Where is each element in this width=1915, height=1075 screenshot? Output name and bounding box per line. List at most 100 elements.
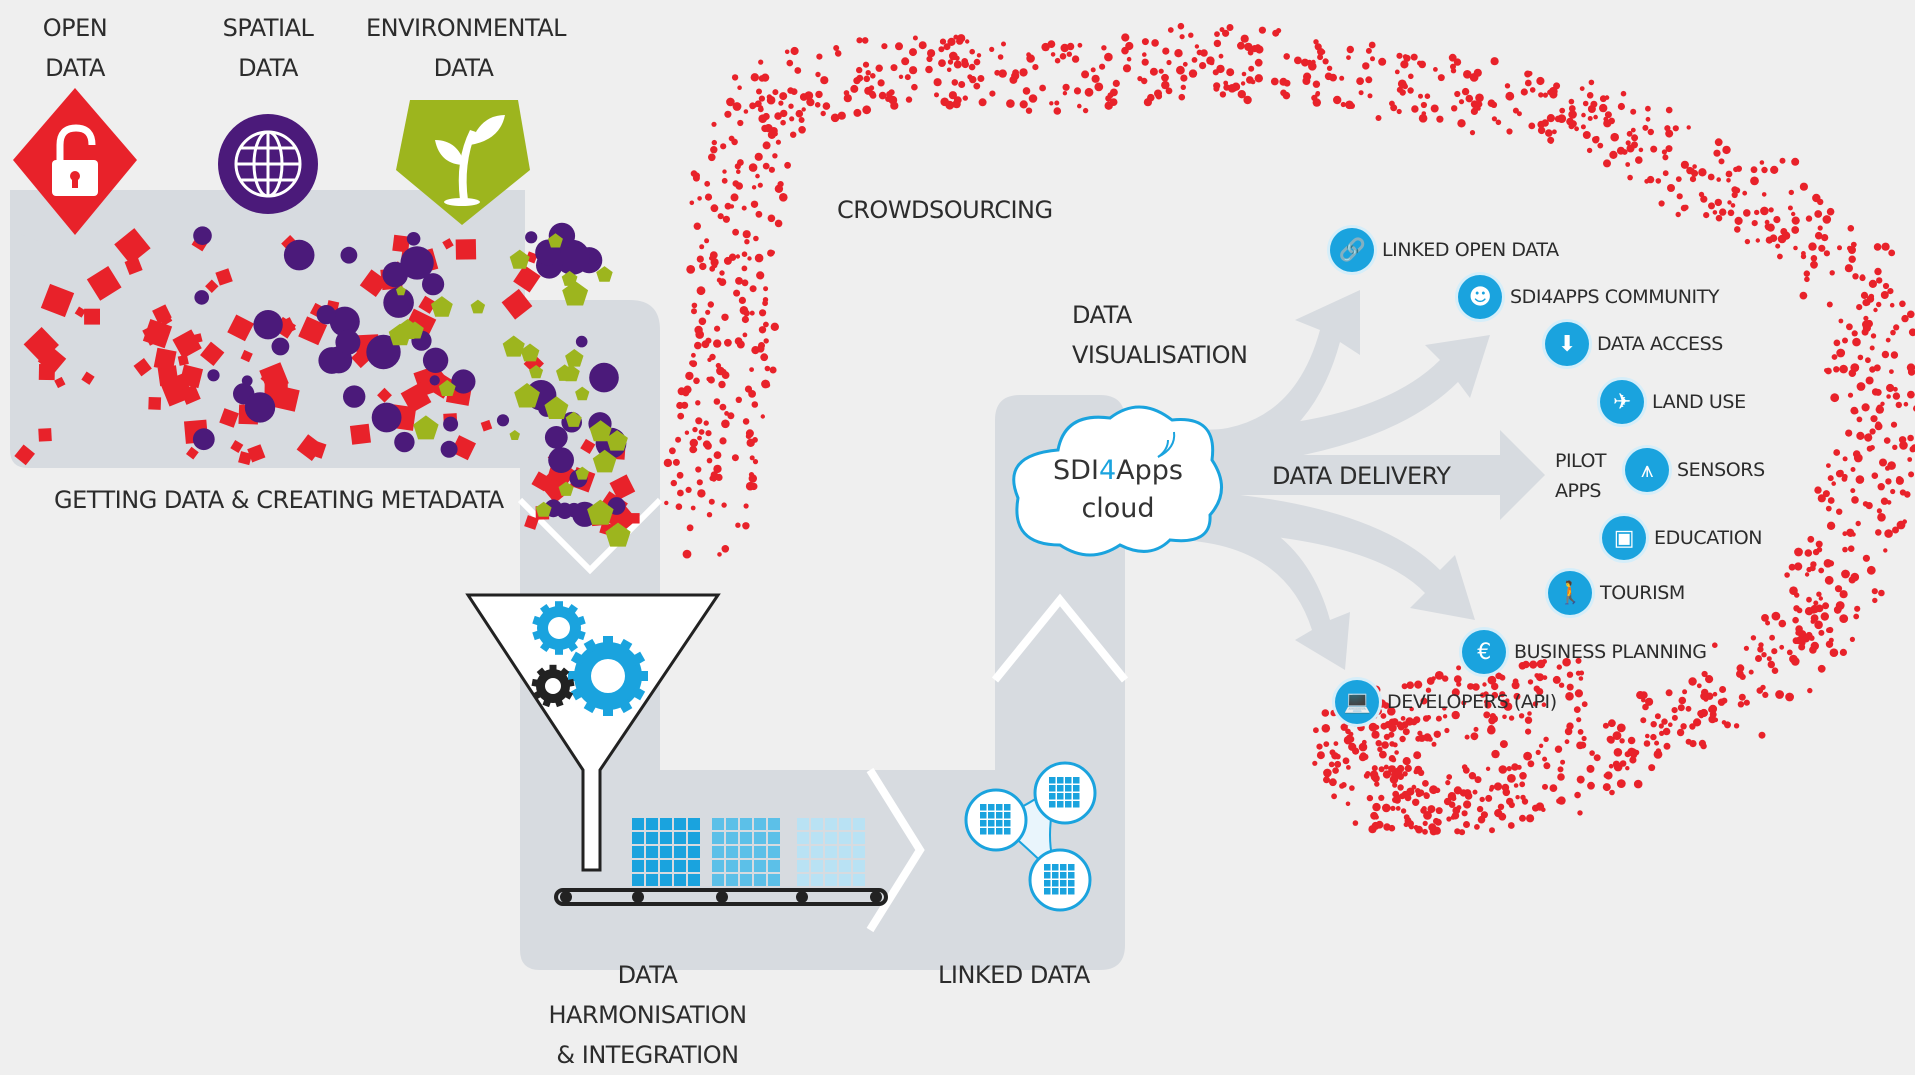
laptop-icon: 💻 [1335, 680, 1379, 724]
crowdsourcing-dot [1083, 108, 1088, 113]
crowdsourcing-dot [1582, 736, 1587, 741]
crowdsourcing-dot [735, 163, 741, 169]
crowdsourcing-dot [1332, 767, 1339, 774]
crowdsourcing-dot [1294, 57, 1302, 65]
crowdsourcing-dot [784, 162, 791, 169]
crowdsourcing-dot [1405, 795, 1412, 802]
crowdsourcing-dot [1414, 766, 1422, 774]
crowdsourcing-dot [1875, 389, 1882, 396]
crowdsourcing-dot [1067, 52, 1072, 57]
linked-grid-cell [1068, 872, 1075, 879]
crowdsourcing-dot [1845, 430, 1852, 437]
crowdsourcing-dot [1830, 270, 1835, 275]
crowdsourcing-dot [1738, 701, 1744, 707]
crowdsourcing-dot [722, 169, 726, 173]
crowdsourcing-dot [1886, 384, 1894, 392]
crowdsourcing-dot [752, 185, 756, 189]
crowdsourcing-dot [1436, 807, 1443, 814]
crowdsourcing-dot [1418, 789, 1425, 796]
crowdsourcing-dot [1856, 521, 1861, 526]
crowdsourcing-dot [704, 420, 709, 425]
crowdsourcing-dot [1317, 48, 1325, 56]
crowdsourcing-dot [1878, 590, 1885, 597]
crowdsourcing-dot [1609, 764, 1614, 769]
crowdsourcing-dot [1471, 108, 1478, 115]
crowdsourcing-dot [1449, 54, 1457, 62]
crowdsourcing-dot [769, 167, 775, 173]
crowdsourcing-dot [767, 250, 774, 257]
data-grid-cell [853, 874, 865, 886]
crowdsourcing-dot [712, 140, 717, 145]
crowdsourcing-dot [1526, 814, 1534, 822]
crowdsourcing-dot [1789, 586, 1798, 595]
service-label: DATA ACCESS [1597, 333, 1723, 355]
open-data-particle [456, 239, 477, 260]
crowdsourcing-dot [1498, 813, 1506, 821]
crowdsourcing-dot [1851, 242, 1857, 248]
crowdsourcing-dot [1183, 62, 1188, 67]
crowdsourcing-dot [756, 211, 763, 218]
crowdsourcing-dot [1579, 676, 1584, 681]
crowdsourcing-dot [1884, 529, 1893, 538]
crowdsourcing-dot [1528, 760, 1535, 767]
spatial-data-particle [193, 428, 215, 450]
spatial-data-particle [545, 426, 568, 449]
open-data-particle [350, 424, 371, 445]
crowdsourcing-dot [1827, 627, 1833, 633]
crowdsourcing-dot [1423, 821, 1428, 826]
crowdsourcing-dot [751, 201, 758, 208]
crowdsourcing-dot [1883, 548, 1887, 552]
crowdsourcing-dot [1656, 748, 1661, 753]
crowdsourcing-dot [1477, 806, 1483, 812]
spatial-data-particle [423, 348, 448, 373]
crowdsourcing-dot [1242, 72, 1247, 77]
crowdsourcing-dot [1195, 44, 1199, 48]
crowdsourcing-dot [1768, 661, 1775, 668]
crowdsourcing-dot [1833, 366, 1839, 372]
crowdsourcing-dot [1604, 773, 1609, 778]
crowdsourcing-dot [1403, 757, 1411, 765]
crowdsourcing-dot [1804, 277, 1810, 283]
crowdsourcing-dot [759, 96, 765, 102]
crowdsourcing-dot [1367, 795, 1373, 801]
crowdsourcing-dot [1508, 822, 1515, 829]
crowdsourcing-dot [1283, 53, 1290, 60]
crowdsourcing-dot [1800, 292, 1808, 300]
crowdsourcing-dot [1852, 330, 1858, 336]
data-grid-cell [660, 818, 672, 830]
crowdsourcing-dot [1063, 91, 1067, 95]
crowdsourcing-dot [1399, 736, 1405, 742]
crowdsourcing-dot [1327, 66, 1332, 71]
crowdsourcing-dot [1784, 572, 1790, 578]
linked-grid-cell [1044, 864, 1051, 871]
crowdsourcing-dot [1848, 225, 1855, 232]
crowdsourcing-dot [1827, 208, 1835, 216]
crowdsourcing-dot [1886, 338, 1891, 343]
crowdsourcing-dot [1814, 621, 1823, 630]
crowdsourcing-dot [954, 61, 962, 69]
data-grid-cell [754, 846, 766, 858]
crowdsourcing-dot [724, 339, 732, 347]
crowdsourcing-dot [1063, 84, 1070, 91]
crowdsourcing-dot [1757, 687, 1764, 694]
crowdsourcing-dot [1074, 87, 1081, 94]
crowdsourcing-dot [1607, 736, 1614, 743]
crowdsourcing-dot [1862, 403, 1870, 411]
linked-grid-cell [1060, 888, 1067, 895]
crowdsourcing-dot [1651, 721, 1657, 727]
crowdsourcing-dot [1322, 724, 1331, 733]
crowdsourcing-dot [876, 65, 883, 72]
crowdsourcing-dot [1672, 707, 1678, 713]
crowdsourcing-dot [1856, 475, 1865, 484]
crowdsourcing-dot [1168, 27, 1174, 33]
linked-grid-cell [996, 812, 1003, 819]
crowdsourcing-dot [1700, 692, 1708, 700]
crowdsourcing-dot [1091, 67, 1096, 72]
crowdsourcing-dot [708, 376, 715, 383]
linked-grid-cell [996, 828, 1003, 835]
crowdsourcing-dot [1379, 766, 1385, 772]
crowdsourcing-dot [1883, 283, 1889, 289]
crowdsourcing-dot [1353, 820, 1359, 826]
crowdsourcing-dot [1462, 88, 1469, 95]
crowdsourcing-dot [714, 398, 721, 405]
